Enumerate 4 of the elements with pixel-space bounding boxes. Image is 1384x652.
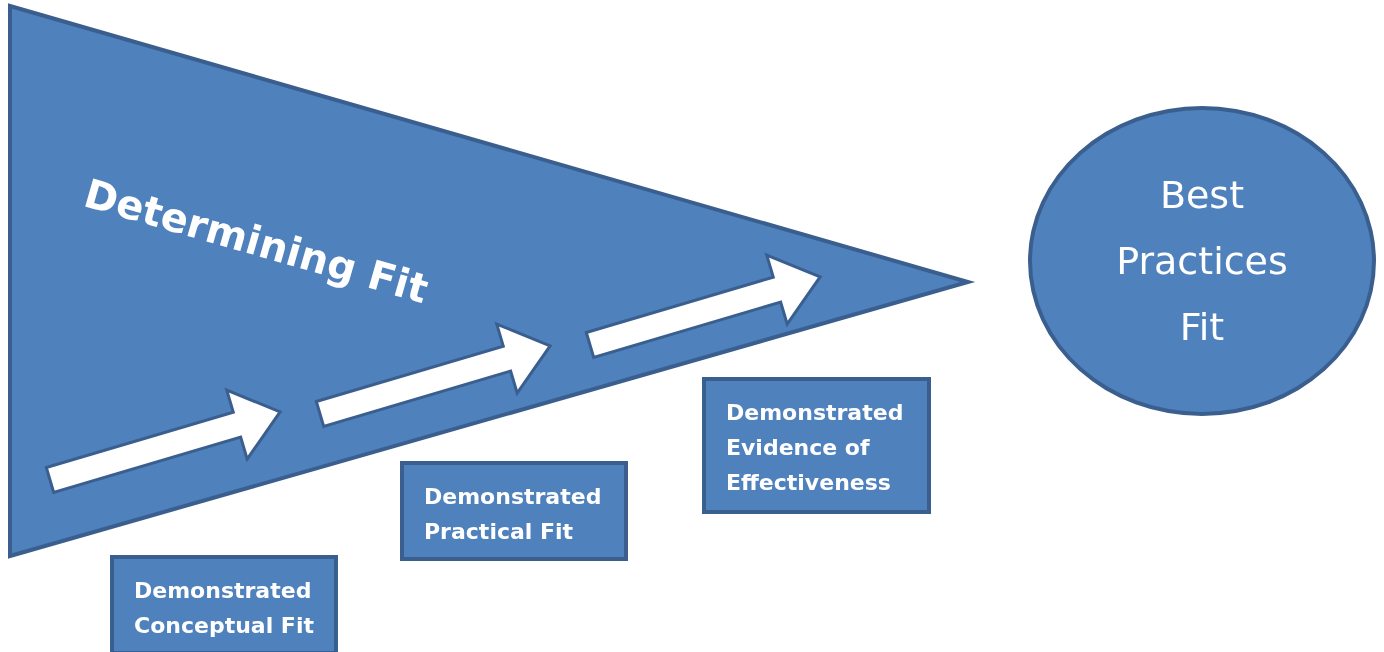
goal-text: Best Practices Fit: [1115, 172, 1289, 351]
stage-box: Demonstrated Conceptual Fit: [110, 555, 338, 652]
stage-box: Demonstrated Practical Fit: [400, 461, 628, 561]
stage-box: Demonstrated Evidence of Effectiveness: [702, 377, 931, 514]
